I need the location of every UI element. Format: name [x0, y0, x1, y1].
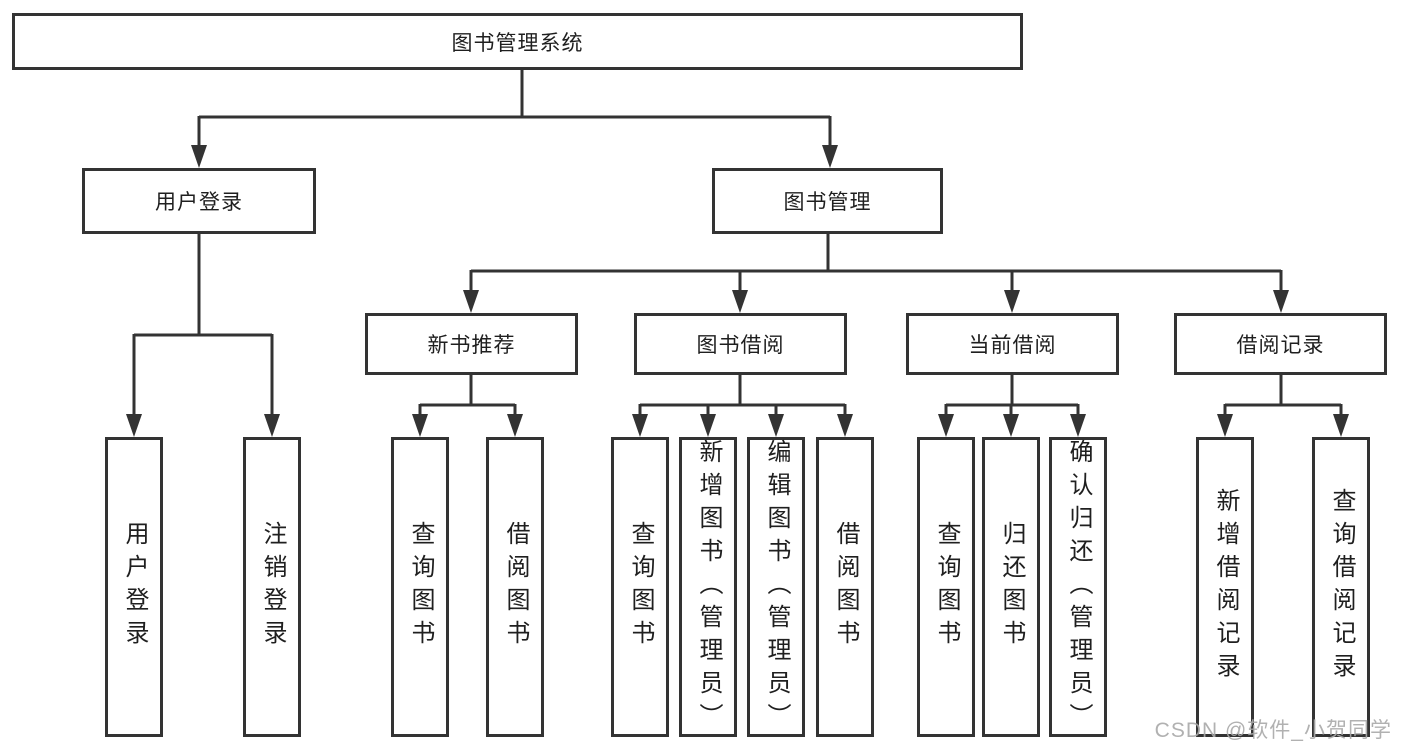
node-book-borrowing: 图书借阅	[634, 313, 847, 375]
node-label: 查询图书	[627, 521, 654, 653]
node-book-management-module: 图书管理	[712, 168, 943, 234]
csdn-watermark: CSDN @软件_小贺同学	[1154, 719, 1392, 742]
leaf-borrow-books: 借阅图书	[816, 437, 874, 737]
node-label: 图书管理	[783, 191, 872, 214]
arrowheads	[126, 145, 1349, 437]
leaf-borrow-books-recommend: 借阅图书	[486, 437, 544, 737]
node-label: 注销登录	[259, 521, 286, 653]
leaf-return-books: 归还图书	[982, 437, 1040, 737]
node-label: 借阅图书	[832, 521, 859, 653]
node-label: 当前借阅	[968, 334, 1057, 357]
node-label: 新书推荐	[427, 334, 516, 357]
node-root-system: 图书管理系统	[12, 13, 1023, 70]
node-label: 图书管理系统	[451, 31, 584, 55]
node-label: 借阅图书	[502, 521, 529, 653]
leaf-query-books-current: 查询图书	[917, 437, 975, 737]
node-label: 编辑图书（管理员）	[763, 438, 790, 736]
node-label: 用户登录	[121, 521, 148, 653]
node-label: 借阅记录	[1236, 334, 1325, 357]
node-label: 用户登录	[155, 191, 243, 214]
node-label: 查询图书	[407, 521, 434, 653]
node-label: 归还图书	[998, 521, 1025, 653]
node-label: 确认归还（管理员）	[1065, 438, 1092, 736]
leaf-add-borrow-record: 新增借阅记录	[1196, 437, 1254, 737]
node-label: 图书借阅	[696, 334, 785, 357]
leaf-logout: 注销登录	[243, 437, 301, 737]
node-user-login-module: 用户登录	[82, 168, 316, 234]
leaf-edit-books-admin: 编辑图书（管理员）	[747, 437, 805, 737]
leaf-query-books-recommend: 查询图书	[391, 437, 449, 737]
node-label: 新增借阅记录	[1212, 488, 1239, 686]
leaf-add-books-admin: 新增图书（管理员）	[679, 437, 737, 737]
node-current-borrowing: 当前借阅	[906, 313, 1119, 375]
leaf-confirm-return-admin: 确认归还（管理员）	[1049, 437, 1107, 737]
leaf-query-books-borrow: 查询图书	[611, 437, 669, 737]
node-label: 查询借阅记录	[1328, 488, 1355, 686]
node-label: 新增图书（管理员）	[695, 438, 722, 736]
node-new-book-recommend: 新书推荐	[365, 313, 578, 375]
node-borrowing-records: 借阅记录	[1174, 313, 1387, 375]
leaf-query-borrow-record: 查询借阅记录	[1312, 437, 1370, 737]
node-label: 查询图书	[933, 521, 960, 653]
leaf-user-login: 用户登录	[105, 437, 163, 737]
